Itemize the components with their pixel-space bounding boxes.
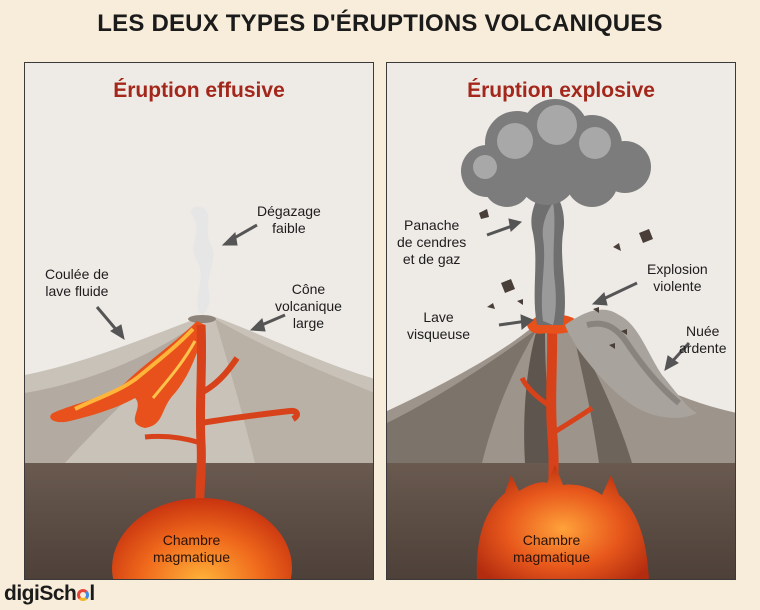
page-title: LES DEUX TYPES D'ÉRUPTIONS VOLCANIQUES <box>97 10 663 37</box>
label-coulee-lave-fluide: Coulée de lave fluide <box>45 266 109 299</box>
effusive-volcano-illustration <box>25 206 373 579</box>
label-cone-volcanique-large: Cône volcanique large <box>275 281 342 331</box>
explosive-volcano-illustration <box>387 99 735 579</box>
label-explosion-violente: Explosion violente <box>647 261 708 294</box>
effusive-panel-title: Éruption effusive <box>113 79 285 102</box>
label-nuee-ardente: Nuée ardente <box>679 323 727 356</box>
explosive-panel-title: Éruption explosive <box>467 79 655 102</box>
label-chambre-magmatique-effusive: Chambre magmatique <box>153 532 231 565</box>
logo-o-icon <box>76 589 89 601</box>
explosive-eruption-panel: Éruption explosive Panache de cendres et… <box>386 62 736 580</box>
label-lave-visqueuse: Lave visqueuse <box>407 309 471 342</box>
label-chambre-magmatique-explosive: Chambre magmatique <box>513 532 591 565</box>
effusive-eruption-panel: Éruption effusive Dégazage faible Coulée… <box>24 62 374 580</box>
label-degazage-faible: Dégazage faible <box>257 203 321 236</box>
label-panache-cendres-gaz: Panache de cendres et de gaz <box>397 217 467 267</box>
